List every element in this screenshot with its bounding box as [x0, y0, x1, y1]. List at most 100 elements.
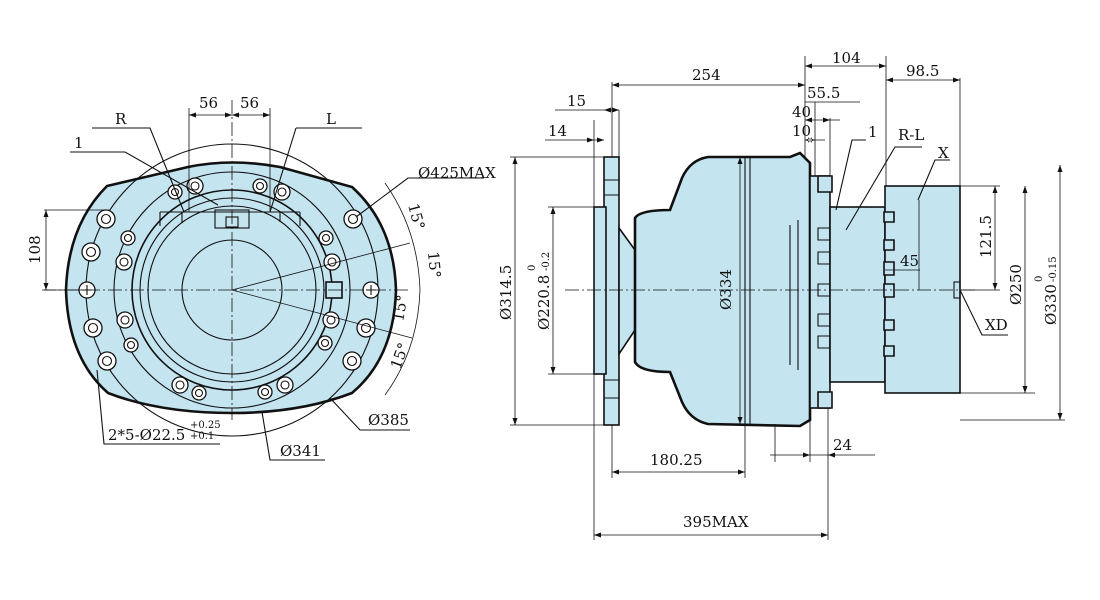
- dia-330-tol-lower: -0.15: [1048, 256, 1059, 282]
- valve-ports: [817, 227, 831, 349]
- label-r-l: R-L: [898, 126, 924, 144]
- dim-small-lines: [805, 101, 860, 176]
- right-dim-arrows: [1022, 165, 1063, 420]
- dim-314-lines: [510, 156, 604, 426]
- dia-425-max: Ø425MAX: [418, 164, 496, 182]
- mount-hole: [342, 351, 362, 371]
- len-10: 10: [792, 122, 811, 140]
- dia-220-8-tol-lower: -0.2: [541, 252, 552, 271]
- leader-holes: [96, 369, 220, 445]
- mount-hole: [317, 335, 333, 351]
- label-x: X: [938, 144, 949, 162]
- len-24: 24: [833, 436, 852, 454]
- label-l: L: [326, 110, 336, 128]
- label-r: R: [115, 110, 127, 128]
- len-40: 40: [792, 103, 811, 121]
- bottom-dim-lines: [594, 454, 875, 536]
- pilot-spigot: [593, 206, 607, 375]
- mount-hole: [318, 230, 334, 246]
- leader-dia-425: [355, 177, 484, 218]
- dim-108-lines: [44, 209, 106, 291]
- dia-330-tol-upper: 0: [1034, 276, 1045, 282]
- leader-x: [917, 159, 950, 201]
- holes-tol-lower: +0.1: [190, 431, 214, 442]
- mount-hole: [343, 209, 363, 229]
- mount-hole: [167, 184, 183, 200]
- port-bosses: [817, 175, 833, 409]
- dia-330: Ø330: [1042, 284, 1060, 325]
- len-98-5: 98.5: [906, 62, 939, 80]
- right-dim-lines: [960, 165, 1065, 421]
- dim-45-lines: [885, 200, 920, 290]
- label-xd: XD: [985, 316, 1008, 334]
- len-104: 104: [832, 49, 861, 67]
- dim-108: 108: [26, 235, 44, 264]
- valve-block: [829, 206, 886, 383]
- dim-15-14-arrows: [587, 107, 619, 143]
- dim-56-right: 56: [240, 94, 259, 112]
- dim-small-arrows: [805, 117, 830, 143]
- port-flange-lines: [159, 211, 301, 226]
- mount-hole: [191, 385, 207, 401]
- dia-220-8-tol-upper: 0: [527, 265, 538, 271]
- mount-hole: [96, 209, 116, 229]
- leader-1-side: [835, 139, 866, 211]
- label-1-side: 1: [868, 123, 878, 141]
- end-cap: [884, 185, 961, 394]
- flange-bolt-lines: [604, 179, 619, 399]
- mount-hole: [83, 318, 103, 338]
- mount-hole: [97, 351, 117, 371]
- mount-hole: [120, 230, 136, 246]
- leader-r: [92, 127, 185, 213]
- mount-hole: [276, 376, 294, 394]
- mount-hole: [322, 311, 340, 329]
- mount-hole: [323, 253, 341, 271]
- dim-121-lines: [960, 185, 1000, 291]
- len-15: 15: [567, 92, 586, 110]
- len-395-max: 395MAX: [683, 513, 749, 531]
- cap-knobs: [883, 211, 895, 357]
- dim-15-14-lines: [545, 109, 620, 207]
- angle-15-d: 15°: [387, 340, 413, 371]
- angle-arc-lower: [384, 289, 421, 396]
- len-14: 14: [548, 122, 567, 140]
- len-121-5: 121.5: [977, 215, 995, 258]
- flange-neck: [618, 225, 636, 357]
- mount-hole: [171, 376, 189, 394]
- front-view: 56 56 R L 1 Ø425MAX 15° 15° 15° 15° 108 …: [26, 94, 496, 461]
- mount-hole: [115, 253, 133, 271]
- leader-dia-341: [261, 411, 325, 461]
- angle-rays: [231, 242, 413, 339]
- mount-hole: [81, 242, 101, 262]
- angle-15-b: 15°: [424, 251, 444, 279]
- housing-joint: [744, 157, 751, 424]
- mount-hole: [356, 318, 376, 338]
- len-45: 45: [900, 252, 919, 270]
- dia-220-8: Ø220.8: [535, 275, 553, 330]
- dia-314-5: Ø314.5: [497, 265, 515, 320]
- mount-hole: [123, 337, 139, 353]
- dim-220-lines: [548, 206, 594, 375]
- dim-56-left: 56: [199, 94, 218, 112]
- mount-hole: [257, 384, 273, 400]
- len-55-5: 55.5: [807, 84, 840, 102]
- holes-note: 2*5-Ø22.5: [108, 426, 185, 444]
- angle-arc-upper: [384, 182, 421, 291]
- internal-lines: [789, 220, 799, 370]
- mount-hole: [252, 178, 268, 194]
- side-view: 254 104 98.5 15 55.5 40 10 14 1 R-L X 12…: [497, 49, 1065, 540]
- leader-l: [269, 127, 362, 213]
- leader-xd: [959, 289, 1008, 336]
- dia-250: Ø250: [1007, 264, 1025, 305]
- len-180-25: 180.25: [650, 451, 703, 469]
- leader-1: [70, 151, 219, 206]
- dim-56-arrows: [189, 112, 270, 118]
- dia-341: Ø341: [280, 442, 321, 460]
- mount-holes: [78, 177, 380, 401]
- label-1-front: 1: [74, 134, 84, 152]
- leader-rl: [845, 146, 922, 231]
- top-ext-lines: [611, 56, 961, 186]
- dia-334: Ø334: [717, 269, 735, 310]
